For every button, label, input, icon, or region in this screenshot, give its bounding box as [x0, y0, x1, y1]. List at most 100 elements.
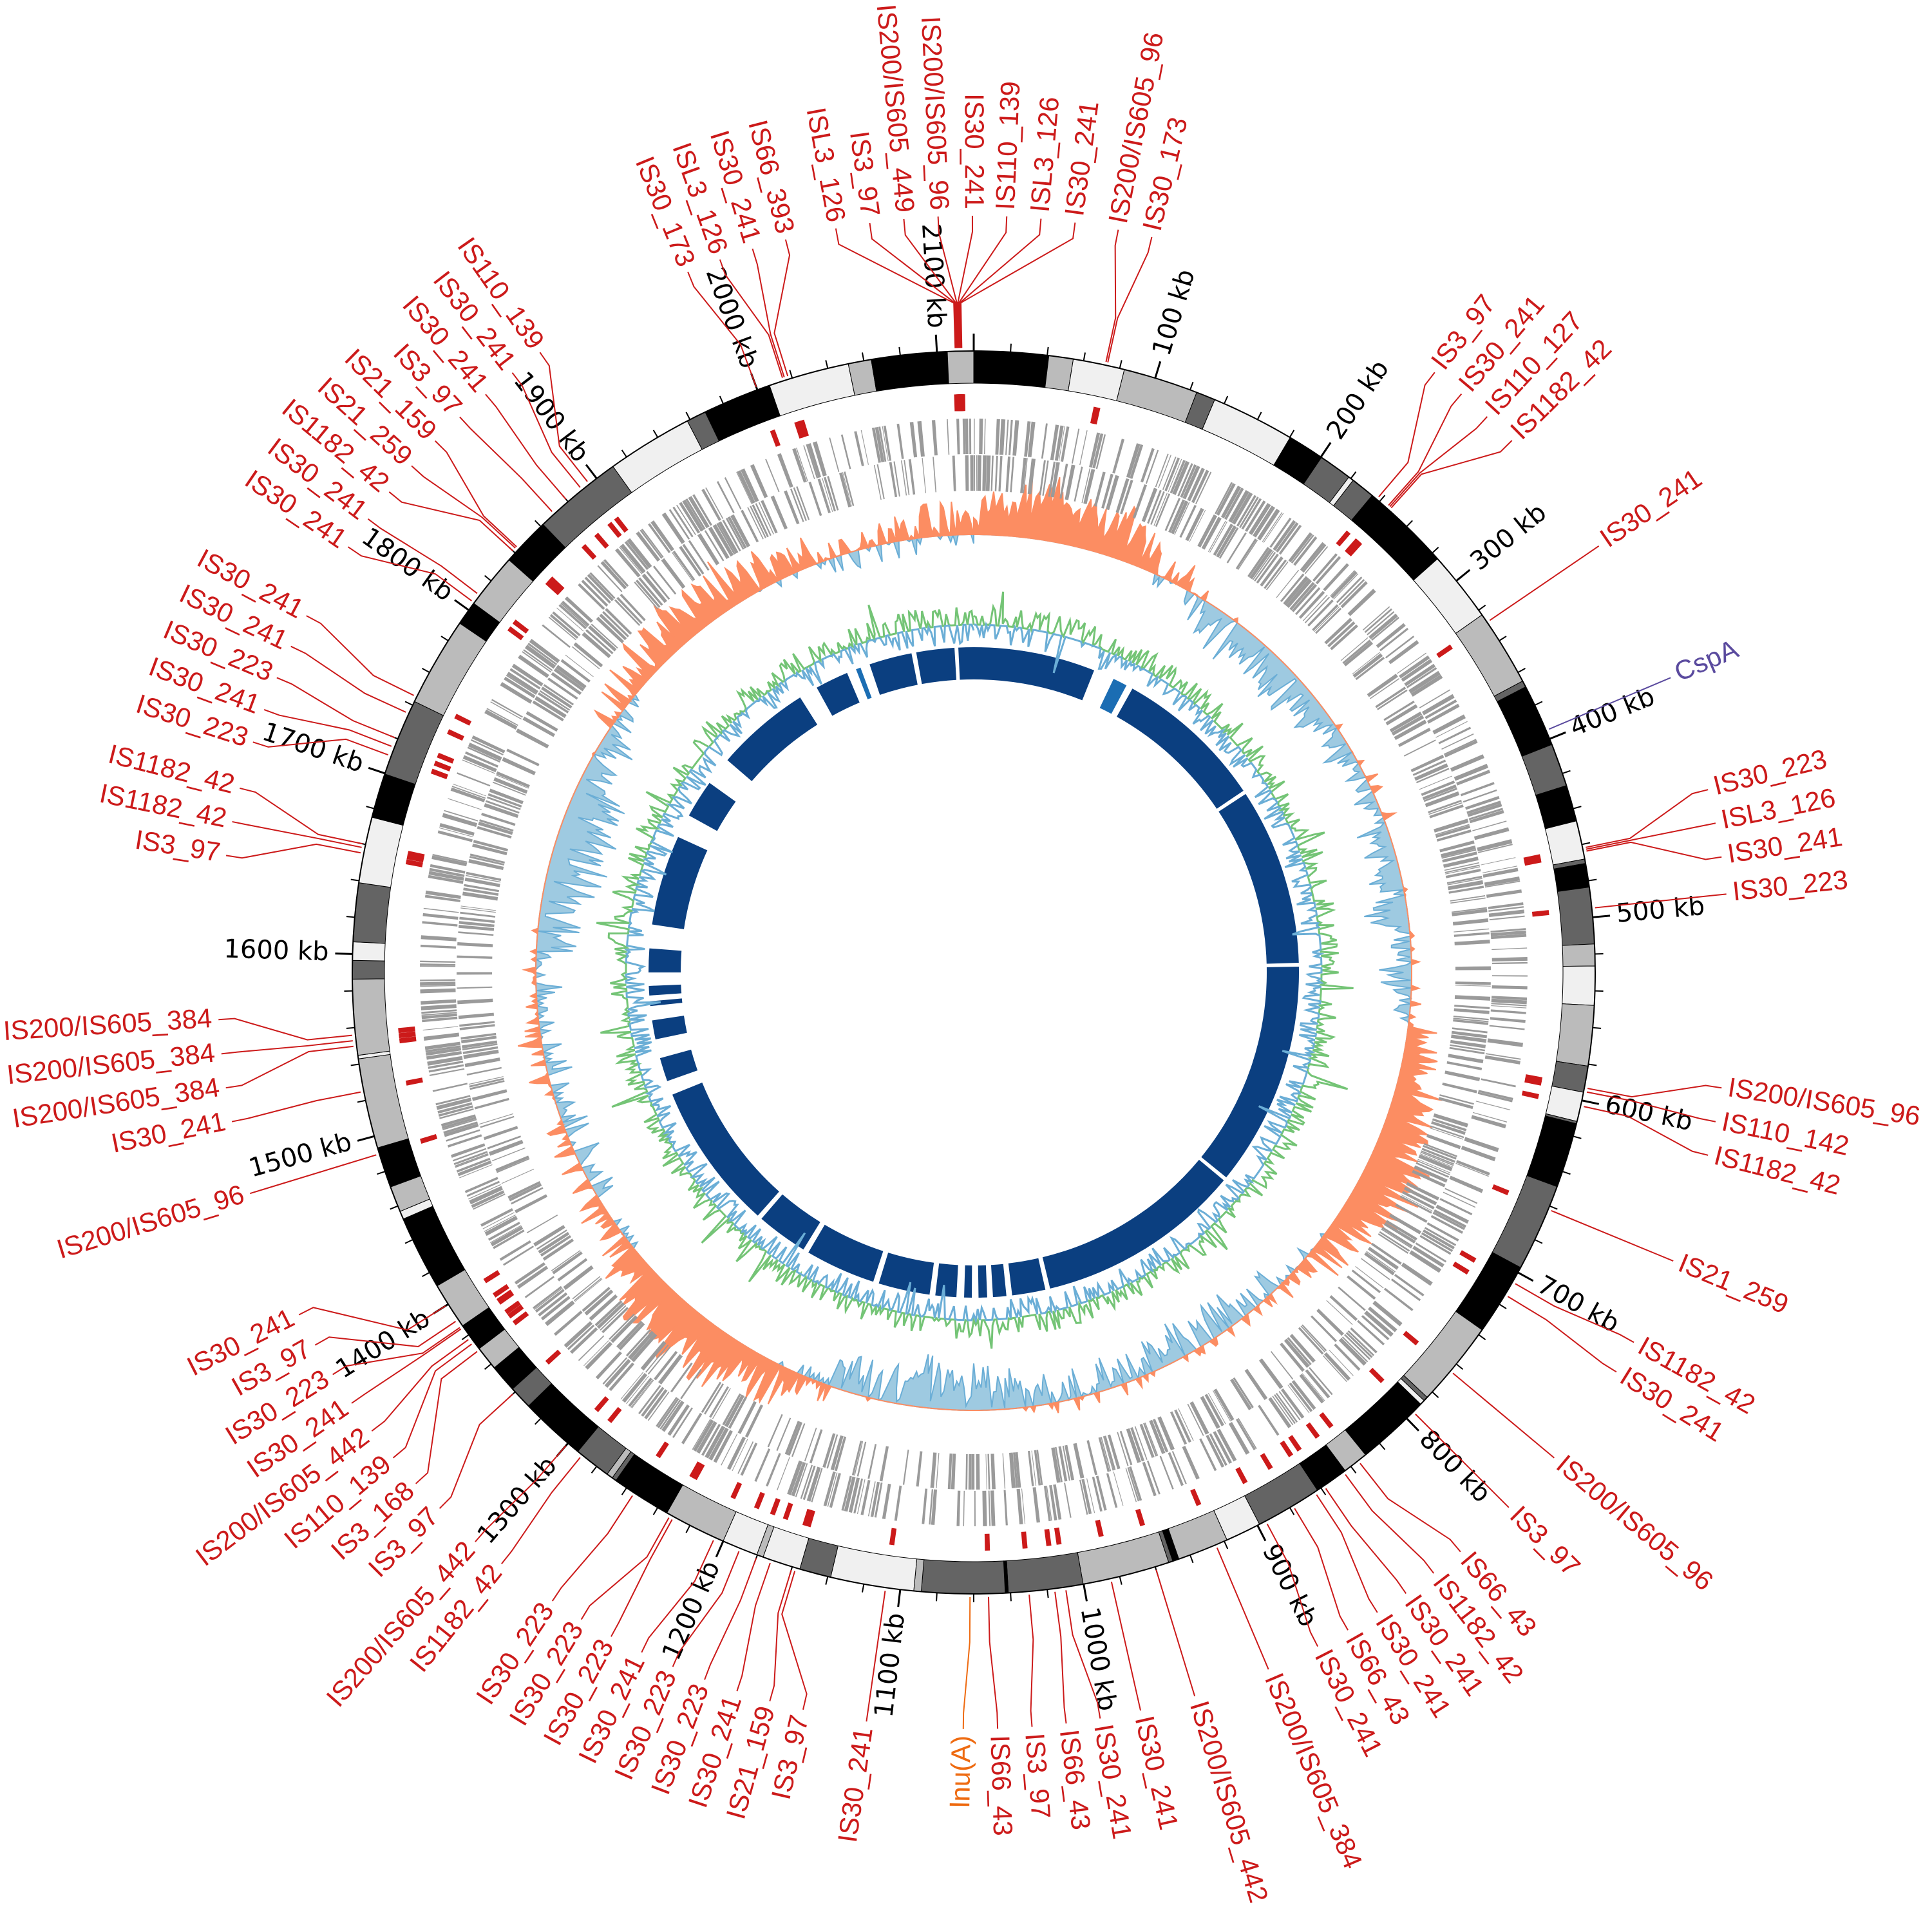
gene-minus-strand	[1416, 1162, 1450, 1178]
gene-plus-strand	[1465, 795, 1500, 810]
gene-minus-strand	[1189, 509, 1206, 542]
gene-plus-strand	[1241, 498, 1262, 530]
gene-minus-strand	[1126, 1428, 1141, 1463]
gene-plus-strand	[1293, 536, 1318, 566]
gene-minus-strand	[922, 457, 927, 493]
ideogram-band	[1544, 820, 1586, 866]
scale-tick	[685, 412, 691, 420]
ideogram-band	[402, 1206, 466, 1287]
gene-minus-strand	[1444, 864, 1480, 873]
gene-minus-strand	[1280, 573, 1305, 602]
gene-minus-strand	[1073, 1443, 1084, 1479]
gene-minus-strand	[1351, 1269, 1381, 1293]
gene-minus-strand	[936, 1452, 940, 1488]
gene-plus-strand	[1079, 1479, 1088, 1515]
gene-minus-strand	[1451, 1034, 1487, 1043]
gene-plus-strand	[581, 580, 609, 607]
gene-minus-strand	[1375, 687, 1406, 708]
gene-plus-strand	[829, 437, 840, 472]
gene-minus-strand	[1379, 1231, 1410, 1252]
gene-minus-strand	[1065, 1444, 1075, 1481]
scale-tick	[1119, 1576, 1122, 1585]
gene-plus-strand	[1408, 670, 1441, 694]
gene-minus-strand	[479, 819, 514, 832]
leader-line	[551, 1495, 633, 1602]
gene-plus-strand	[443, 1121, 478, 1134]
gene-plus-strand	[484, 1215, 516, 1232]
gene-plus-strand	[1390, 1278, 1421, 1302]
gene-minus-strand	[971, 1454, 975, 1490]
gene-plus-strand	[500, 682, 533, 704]
gene-plus-strand	[1278, 1390, 1301, 1421]
gene-minus-strand	[591, 623, 618, 649]
gene-plus-strand	[1383, 1287, 1414, 1311]
core-block	[727, 697, 818, 781]
scale-label: 1700 kb	[259, 717, 368, 779]
is-element-marker	[1452, 1262, 1470, 1275]
gene-minus-strand	[1420, 1151, 1454, 1166]
is-element-marker	[607, 522, 622, 538]
is-element-marker	[1135, 1508, 1146, 1526]
gene-plus-strand	[426, 1047, 462, 1056]
scale-tick	[1517, 667, 1526, 673]
is-element-label: ISL3_126	[800, 105, 851, 224]
gene-minus-strand	[1423, 788, 1458, 802]
gene-plus-strand	[1206, 1434, 1225, 1468]
gene-plus-strand	[1064, 1482, 1072, 1518]
gene-plus-strand	[787, 1460, 803, 1495]
scale-tick	[1289, 1507, 1295, 1515]
gene-minus-strand	[596, 1302, 625, 1329]
gene-plus-strand	[1262, 512, 1283, 542]
gene-plus-strand	[1488, 902, 1524, 909]
scale-label: 900 kb	[1256, 1539, 1323, 1631]
gene-plus-strand	[896, 423, 904, 459]
gene-minus-strand	[1101, 1437, 1112, 1472]
gene-minus-strand	[547, 677, 578, 700]
scale-tick	[825, 360, 829, 369]
gene-plus-strand	[696, 1421, 717, 1454]
gene-plus-strand	[875, 426, 885, 462]
core-block	[652, 1016, 687, 1040]
leader-line	[1294, 1508, 1349, 1631]
scale-tick	[1406, 1417, 1420, 1432]
gene-plus-strand	[1463, 789, 1497, 803]
leader-line	[641, 1540, 714, 1653]
gene-minus-strand	[1371, 1242, 1402, 1265]
gene-plus-strand	[471, 735, 506, 753]
gene-minus-strand	[1385, 704, 1418, 726]
gene-plus-strand	[807, 443, 822, 478]
gene-minus-strand	[495, 774, 529, 789]
gene-plus-strand	[1424, 1227, 1457, 1246]
gene-minus-strand	[1347, 1275, 1376, 1300]
gene-plus-strand	[1289, 1382, 1313, 1412]
ideogram-band	[1116, 369, 1197, 423]
gene-minus-strand	[854, 1441, 864, 1476]
gene-minus-strand	[1023, 458, 1028, 494]
gene-minus-strand	[1209, 521, 1227, 553]
gene-plus-strand	[1394, 1274, 1425, 1297]
gene-minus-strand	[589, 1294, 618, 1321]
gene-plus-strand	[421, 1004, 457, 1010]
gene-minus-strand	[970, 455, 974, 491]
gene-plus-strand	[1182, 465, 1200, 500]
gene-plus-strand	[1473, 827, 1510, 840]
gene-plus-strand	[716, 480, 735, 513]
is-element-label: IS30_241	[1059, 99, 1104, 218]
gene-minus-strand	[722, 519, 741, 552]
gene-minus-strand	[834, 1436, 847, 1472]
scale-tick	[585, 464, 598, 479]
gene-minus-strand	[974, 455, 975, 491]
is-element-label: IS30_241	[1595, 463, 1707, 553]
gene-minus-strand	[838, 472, 851, 507]
is-element-marker	[960, 394, 966, 412]
gene-minus-strand	[725, 518, 744, 550]
gene-minus-strand	[1055, 1446, 1063, 1482]
gene-plus-strand	[1330, 570, 1355, 597]
scale-tick	[719, 395, 724, 404]
gene-minus-strand	[468, 1076, 504, 1085]
gene-plus-strand	[1444, 740, 1478, 758]
gene-plus-strand	[442, 1119, 477, 1131]
gene-plus-strand	[1426, 703, 1460, 724]
leader-line	[903, 218, 958, 348]
gene-plus-strand	[969, 419, 972, 455]
